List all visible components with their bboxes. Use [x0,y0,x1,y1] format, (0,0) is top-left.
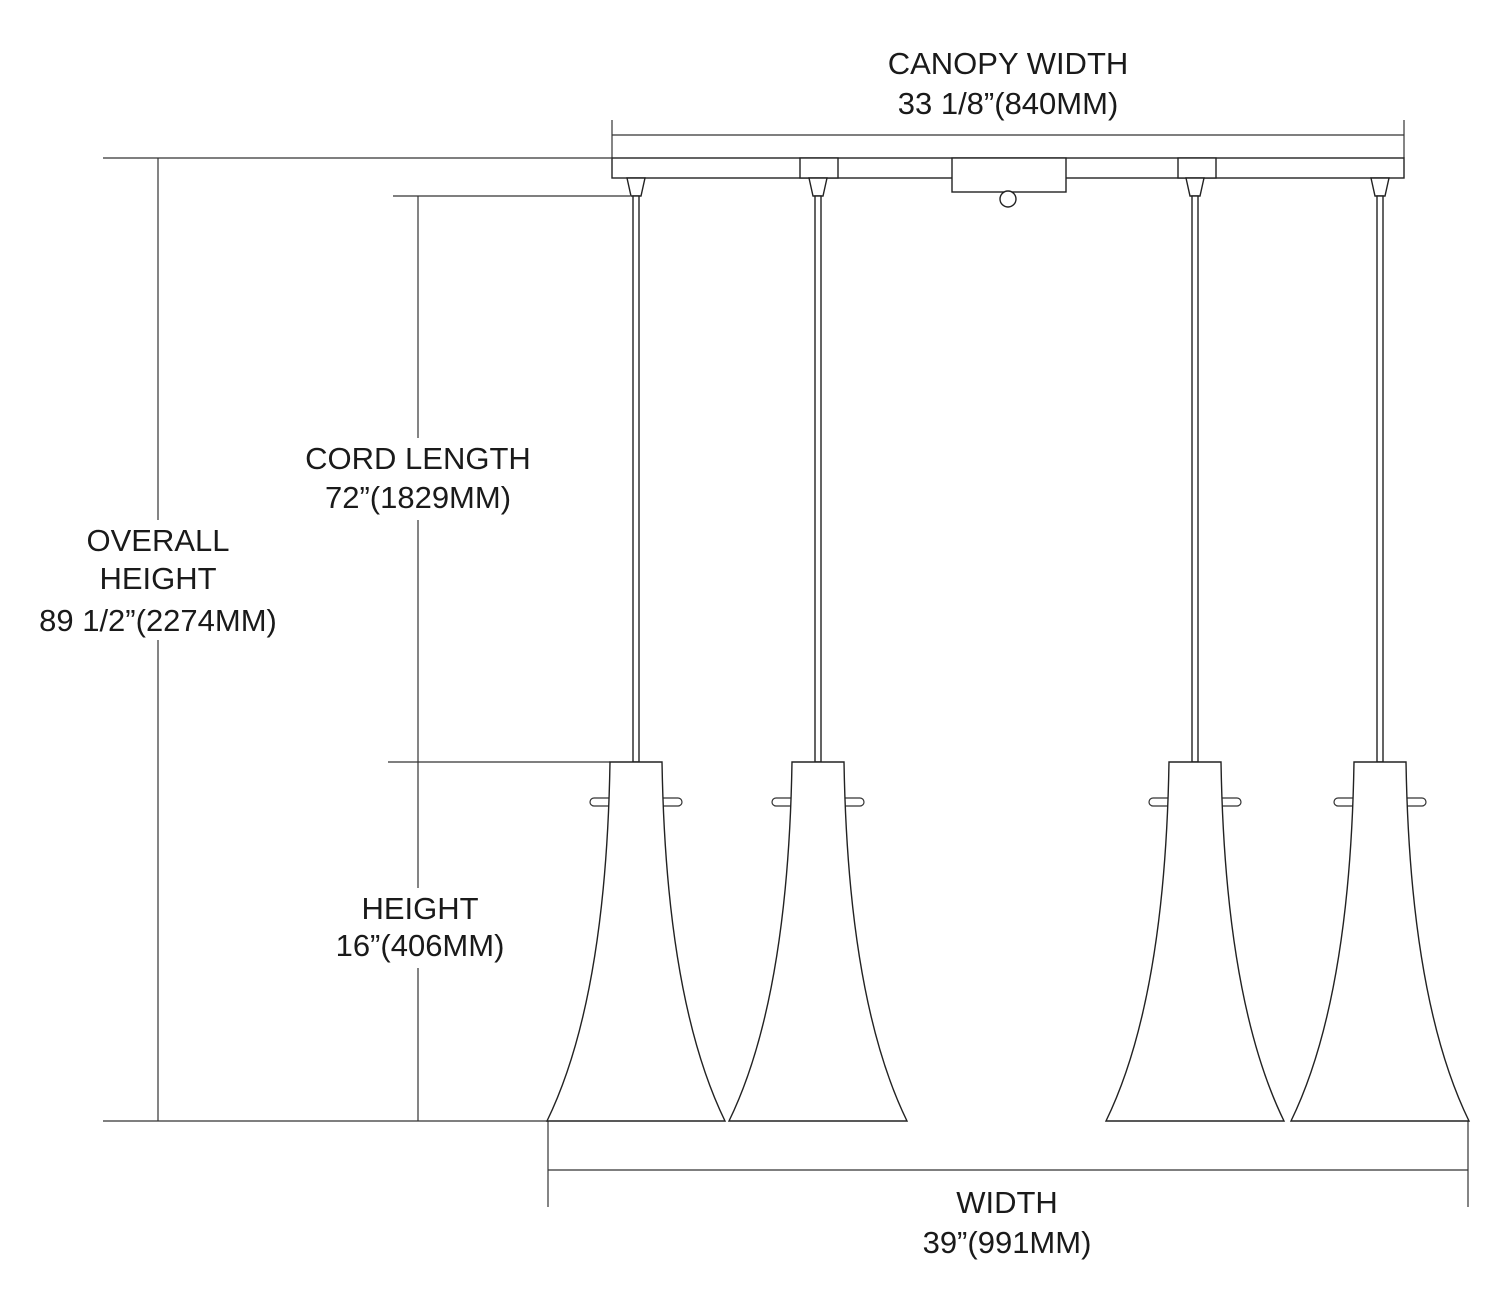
lamp-shade [1104,761,1286,1122]
cord [1376,195,1384,763]
pendant-lamp [1104,177,1286,1122]
width-value: 39”(991MM) [923,1225,1092,1260]
cord-cap [1185,177,1205,197]
height-dimension: HEIGHT 16”(406MM) [320,888,520,968]
overall-height-label-2: HEIGHT [99,561,216,596]
overall-height-value: 89 1/2”(2274MM) [39,603,277,638]
lamp-shade [727,761,909,1122]
pendant-lamp [545,177,727,1122]
overall-height-dimension: OVERALL HEIGHT 89 1/2”(2274MM) [20,157,612,1122]
cord-cap [808,177,828,197]
pendants [545,177,1471,1122]
cord [814,195,822,763]
canopy-width-label: CANOPY WIDTH [888,46,1129,81]
cord [1191,195,1199,763]
lamp-shade [1289,761,1471,1122]
canopy-width-value: 33 1/8”(840MM) [898,86,1119,121]
width-dimension: WIDTH 39”(991MM) [547,1121,1469,1260]
pendant-lamp [727,177,909,1122]
height-label: HEIGHT [361,891,478,926]
cord [632,195,640,763]
canopy-screw-icon [999,190,1017,208]
lamp-shade [545,761,727,1122]
canopy-width-dimension: CANOPY WIDTH 33 1/8”(840MM) [611,46,1405,158]
width-label: WIDTH [956,1185,1058,1220]
cord-length-label: CORD LENGTH [305,441,531,476]
cord-length-value: 72”(1829MM) [325,480,511,515]
cord-cap [1370,177,1390,197]
canopy [611,157,1405,208]
cord-length-dimension: CORD LENGTH 72”(1829MM) [290,195,630,1121]
pendant-lamp [1289,177,1471,1122]
overall-height-label-1: OVERALL [86,523,229,558]
cord-cap [626,177,646,197]
height-value: 16”(406MM) [336,928,505,963]
